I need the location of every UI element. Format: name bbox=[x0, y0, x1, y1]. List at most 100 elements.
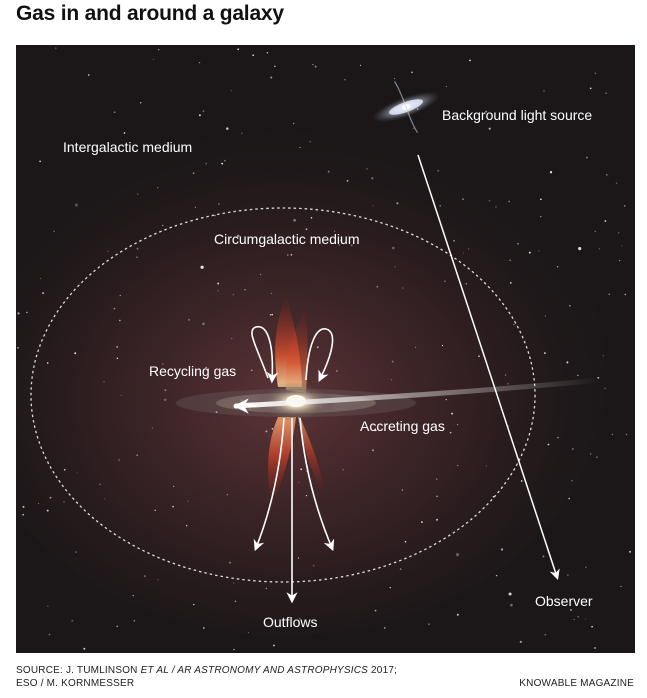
recycling-loop-right bbox=[305, 328, 334, 383]
star bbox=[595, 456, 598, 459]
star bbox=[589, 87, 592, 90]
star bbox=[611, 433, 614, 436]
star bbox=[544, 315, 547, 317]
star bbox=[157, 49, 160, 51]
star bbox=[164, 389, 167, 392]
star bbox=[620, 585, 622, 588]
star bbox=[119, 294, 121, 297]
star bbox=[327, 170, 330, 173]
star bbox=[116, 625, 118, 628]
star bbox=[549, 171, 553, 174]
background-galaxy bbox=[371, 81, 441, 133]
star bbox=[584, 618, 586, 620]
star bbox=[556, 265, 559, 268]
star bbox=[441, 344, 444, 347]
star bbox=[342, 469, 344, 471]
star bbox=[469, 59, 471, 62]
star bbox=[623, 205, 626, 207]
star bbox=[265, 430, 268, 433]
star bbox=[577, 374, 579, 376]
star bbox=[274, 65, 276, 67]
star bbox=[371, 177, 374, 180]
star bbox=[217, 282, 220, 285]
star bbox=[544, 633, 547, 636]
star bbox=[136, 256, 138, 258]
star bbox=[37, 502, 40, 505]
star bbox=[314, 65, 317, 68]
star bbox=[157, 187, 159, 189]
star bbox=[113, 111, 116, 114]
star bbox=[509, 259, 511, 261]
star bbox=[412, 127, 415, 130]
star bbox=[259, 273, 262, 276]
star bbox=[411, 71, 413, 74]
star bbox=[594, 72, 597, 75]
star bbox=[202, 110, 205, 113]
star bbox=[49, 496, 52, 499]
star bbox=[421, 521, 423, 523]
star bbox=[192, 603, 195, 606]
star bbox=[346, 180, 349, 182]
star bbox=[449, 431, 452, 434]
star bbox=[218, 203, 220, 205]
star bbox=[292, 122, 295, 125]
star bbox=[173, 485, 175, 488]
star bbox=[46, 509, 49, 512]
source-prefix: SOURCE: J. TUMLINSON bbox=[16, 665, 141, 676]
star bbox=[22, 513, 25, 516]
star bbox=[99, 483, 101, 486]
star bbox=[226, 494, 228, 496]
star bbox=[543, 352, 546, 355]
star bbox=[437, 169, 440, 172]
star bbox=[591, 625, 593, 628]
star bbox=[74, 352, 77, 355]
star bbox=[118, 459, 121, 461]
star bbox=[585, 566, 587, 568]
star bbox=[436, 495, 438, 498]
star bbox=[485, 110, 488, 113]
star bbox=[374, 429, 377, 432]
star bbox=[444, 280, 446, 282]
outflow-plumes bbox=[268, 295, 324, 505]
star bbox=[54, 47, 57, 49]
star bbox=[366, 168, 368, 170]
label-accreting-gas: Accreting gas bbox=[360, 418, 445, 434]
star bbox=[192, 172, 195, 175]
star bbox=[604, 387, 606, 390]
star bbox=[188, 319, 190, 321]
star bbox=[265, 587, 267, 590]
star bbox=[617, 231, 620, 234]
star bbox=[316, 346, 319, 349]
star bbox=[74, 203, 78, 207]
star bbox=[74, 551, 77, 554]
star bbox=[628, 550, 632, 553]
star bbox=[359, 64, 362, 66]
star bbox=[17, 312, 20, 315]
star bbox=[251, 369, 253, 372]
star bbox=[119, 319, 121, 322]
star bbox=[402, 287, 404, 289]
star bbox=[83, 647, 86, 650]
star bbox=[136, 454, 139, 457]
star bbox=[297, 557, 300, 559]
star bbox=[236, 234, 240, 238]
star bbox=[572, 448, 574, 450]
label-background-light-source: Background light source bbox=[442, 107, 593, 123]
star bbox=[133, 620, 136, 622]
star bbox=[144, 575, 146, 577]
star bbox=[428, 623, 430, 626]
star bbox=[542, 555, 545, 558]
star bbox=[500, 548, 504, 551]
star bbox=[333, 230, 336, 232]
star bbox=[390, 379, 392, 381]
star bbox=[455, 553, 460, 557]
star bbox=[569, 304, 571, 307]
star bbox=[136, 193, 139, 195]
accreting-gas-stream bbox=[233, 377, 604, 409]
star bbox=[492, 495, 495, 498]
star bbox=[547, 443, 550, 446]
star bbox=[48, 633, 51, 636]
star bbox=[488, 127, 491, 130]
star bbox=[605, 92, 607, 94]
star bbox=[456, 613, 459, 616]
